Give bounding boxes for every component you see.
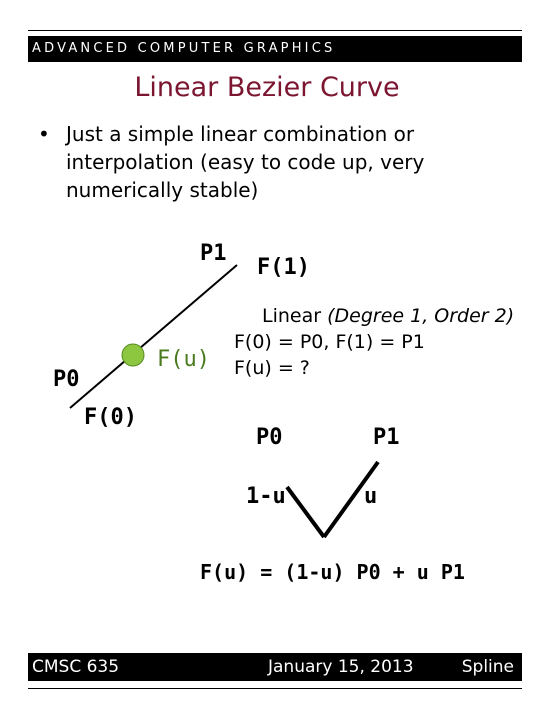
weight-p1-label: P1 xyxy=(373,425,400,450)
degree-order-info: Linear (Degree 1, Order 2) xyxy=(262,304,514,328)
degree-order-text: (Degree 1, Order 2) xyxy=(327,305,515,327)
slide-title: Linear Bezier Curve xyxy=(134,72,400,103)
endpoint-conditions: F(0) = P0, F(1) = P1 xyxy=(234,331,425,353)
course-banner-text: ADVANCED COMPUTER GRAPHICS xyxy=(32,41,336,56)
slide-footer: CMSC 635 January 15, 2013 Spline xyxy=(28,653,522,681)
p1-label: P1 xyxy=(200,241,227,266)
bullet-text: Just a simple linear combination or inte… xyxy=(66,122,425,202)
fu-question: F(u) = ? xyxy=(234,357,310,379)
weight-line-left xyxy=(285,485,326,539)
weight-u-label: u xyxy=(364,484,378,509)
degree-prefix: Linear xyxy=(262,305,328,327)
weight-line-right xyxy=(322,460,380,539)
footer-topic: Spline xyxy=(461,657,514,677)
footer-course: CMSC 635 xyxy=(32,657,120,677)
fu-label: F(u) xyxy=(157,347,210,372)
bezier-line xyxy=(69,264,238,409)
footer-bottom-rule xyxy=(28,688,522,689)
course-banner: ADVANCED COMPUTER GRAPHICS xyxy=(28,36,522,62)
weight-one-minus-u-label: 1-u xyxy=(246,484,286,509)
weight-p0-label: P0 xyxy=(256,425,283,450)
footer-date: January 15, 2013 xyxy=(268,657,414,677)
f1-label: F(1) xyxy=(257,255,310,280)
interpolated-point xyxy=(121,343,145,367)
bezier-formula: F(u) = (1-u) P0 + u P1 xyxy=(200,560,465,584)
bullet-dot-icon: • xyxy=(38,122,50,146)
header-top-rule xyxy=(28,30,522,31)
f0-label: F(0) xyxy=(84,405,137,430)
p0-label: P0 xyxy=(53,367,80,392)
